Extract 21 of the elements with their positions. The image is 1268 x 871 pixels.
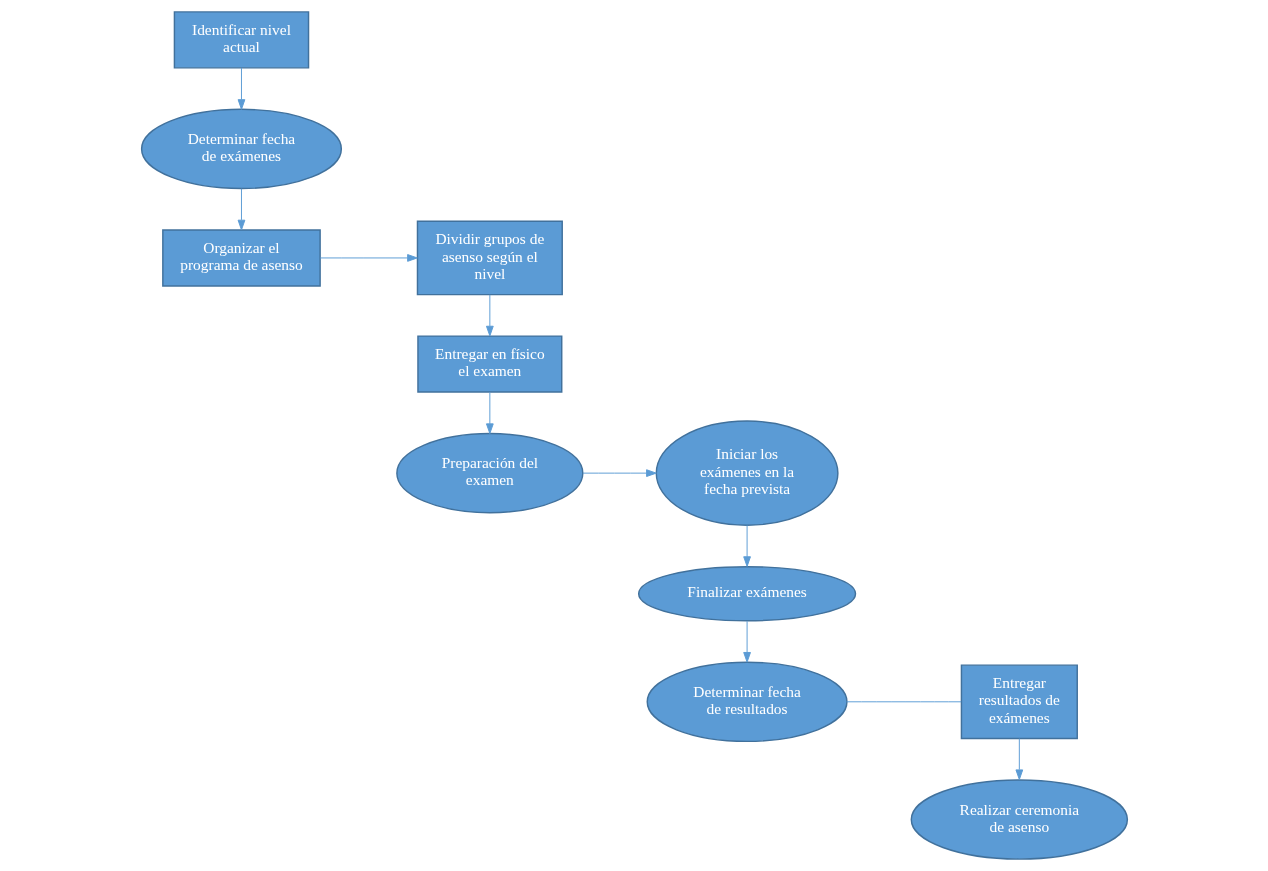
- arrow: [485, 391, 494, 434]
- node-box: Entregar resultados de exámenes: [960, 664, 1078, 740]
- node-ellipse: Preparación del examen: [395, 432, 584, 514]
- arrow: [319, 254, 418, 262]
- arrow: [485, 294, 494, 337]
- arrow: [742, 524, 751, 567]
- node-box: Dividir grupos de asenso según el nivel: [416, 220, 563, 296]
- connector: [845, 701, 962, 703]
- arrow: [237, 67, 245, 110]
- node-box: Entregar en físico el examen: [416, 335, 562, 393]
- node-ellipse: Realizar ceremonia de asenso: [910, 779, 1128, 860]
- arrow: [742, 620, 751, 663]
- arrow: [1015, 738, 1023, 780]
- node-box: Identificar nivel actual: [173, 11, 309, 69]
- node-ellipse: Finalizar exámenes: [637, 565, 856, 622]
- arrow: [582, 469, 657, 477]
- node-box: Organizar el programa de asenso: [161, 229, 321, 287]
- arrow: [237, 188, 245, 231]
- node-ellipse: Determinar fecha de resultados: [646, 661, 848, 743]
- node-ellipse: Determinar fecha de exámenes: [140, 108, 342, 190]
- node-ellipse: Iniciar los exámenes en la fecha prevista: [655, 420, 839, 526]
